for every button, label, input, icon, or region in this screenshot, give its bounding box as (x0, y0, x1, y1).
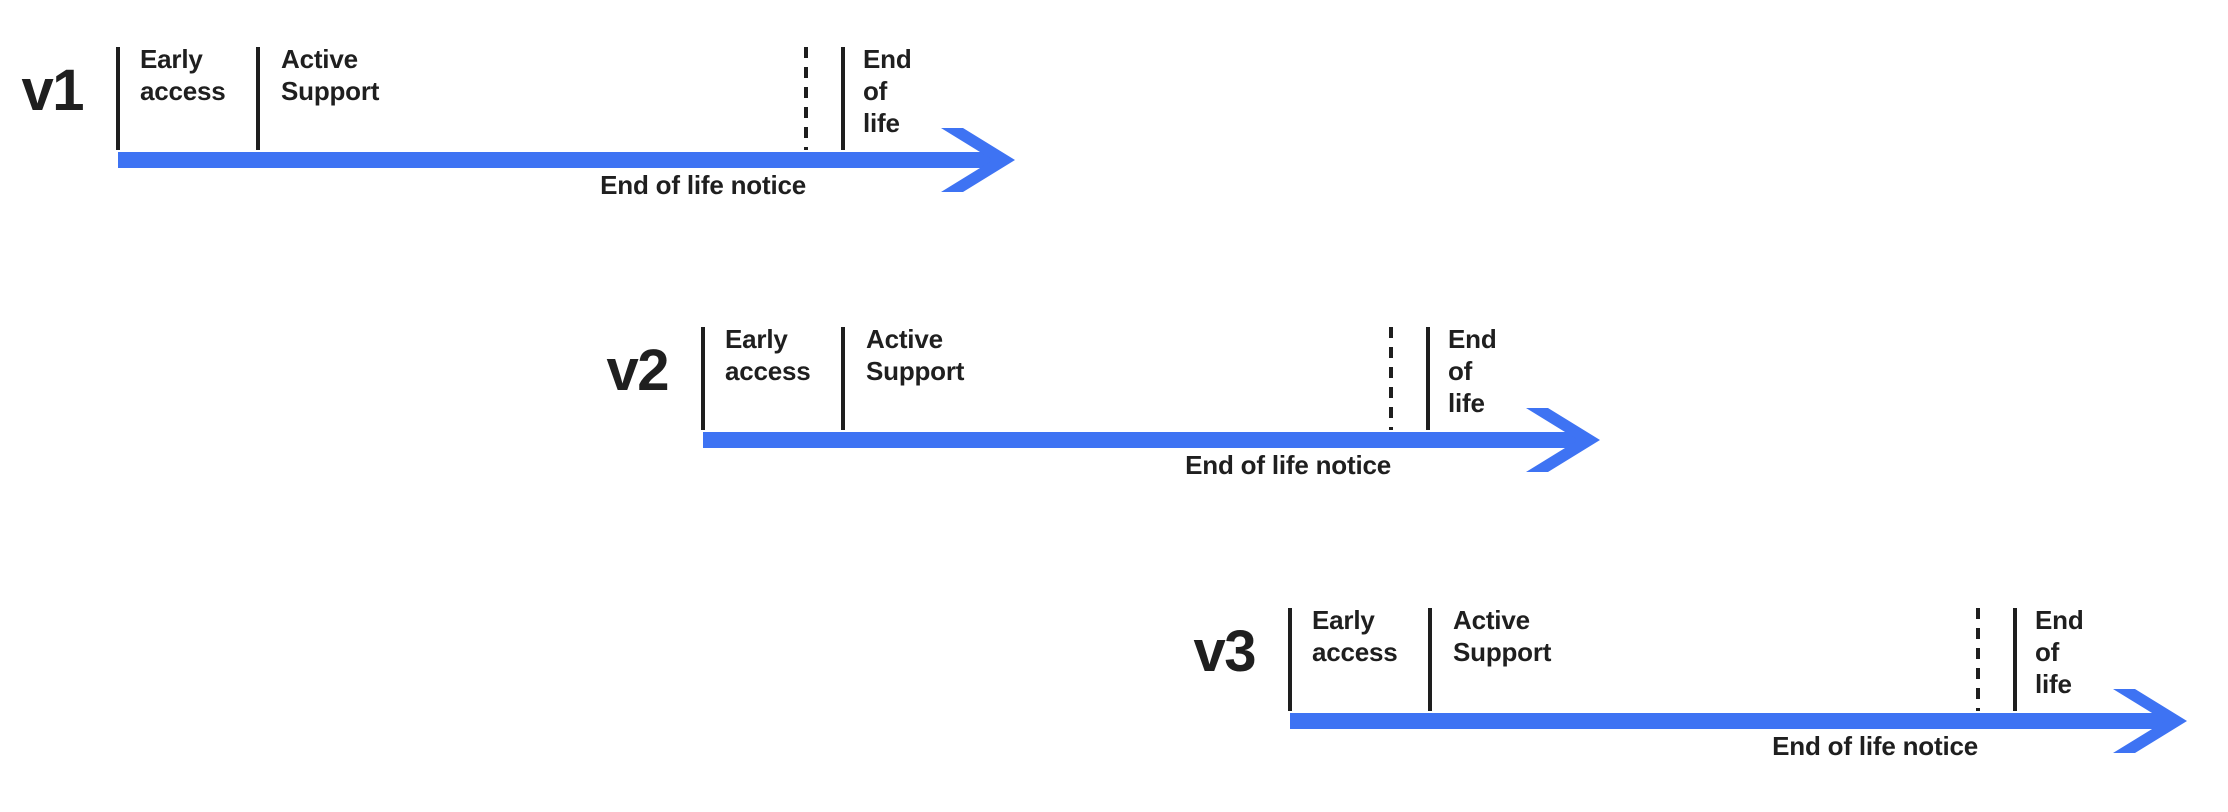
end-of-life-tick (2013, 608, 2017, 711)
end-of-life-tick (841, 47, 845, 150)
early-access-label: Early access (1312, 605, 1398, 667)
active-support-label: Active Support (281, 44, 380, 106)
active-support-tick (1428, 608, 1432, 711)
active-support-tick (841, 327, 845, 430)
end-of-life-label: End of life (2035, 605, 2084, 699)
end-of-life-label: End of life (863, 44, 912, 138)
early-access-tick (701, 327, 705, 430)
end-of-life-notice-label: End of life notice (600, 170, 806, 200)
early-access-label: Early access (725, 324, 811, 386)
end-of-life-label: End of life (1448, 324, 1497, 418)
active-support-tick (256, 47, 260, 150)
end-of-life-tick (1426, 327, 1430, 430)
version-label: v2 (606, 338, 669, 403)
end-of-life-notice-label: End of life notice (1185, 450, 1391, 480)
active-support-label: Active Support (866, 324, 965, 386)
eol-notice-dashed-line (804, 47, 808, 150)
timeline-arrow-icon (1290, 689, 2187, 753)
timeline-arrow-icon (118, 128, 1015, 192)
early-access-tick (1288, 608, 1292, 711)
version-label: v1 (21, 58, 84, 123)
end-of-life-notice-label: End of life notice (1772, 731, 1978, 761)
timeline-arrow-icon (703, 408, 1600, 472)
early-access-tick (116, 47, 120, 150)
eol-notice-dashed-line (1389, 327, 1393, 430)
eol-notice-dashed-line (1976, 608, 1980, 711)
active-support-label: Active Support (1453, 605, 1552, 667)
version-label: v3 (1193, 619, 1256, 684)
early-access-label: Early access (140, 44, 226, 106)
